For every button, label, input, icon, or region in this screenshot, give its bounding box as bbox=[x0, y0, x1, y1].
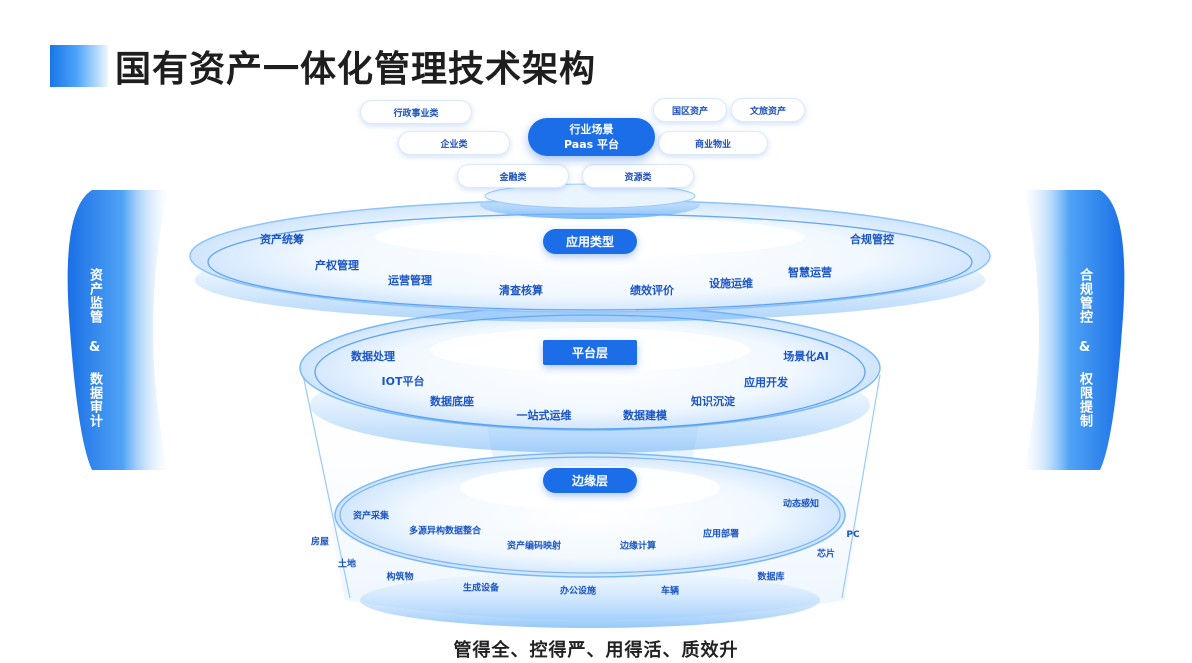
title-accent-bar bbox=[50, 45, 108, 87]
edge-item: 应用部署 bbox=[702, 529, 740, 540]
bottom-item: 生成设备 bbox=[462, 583, 500, 594]
edge-item: 动态感知 bbox=[782, 499, 820, 510]
bottom-item: 车辆 bbox=[660, 586, 680, 597]
paas-label: Paas 平台 bbox=[564, 138, 619, 151]
edge-item: 边缘计算 bbox=[619, 541, 657, 552]
page-title: 国有资产一体化管理技术架构 bbox=[115, 49, 597, 90]
bottom-item: 数据库 bbox=[757, 572, 785, 583]
pill-resource: 资源类 bbox=[582, 164, 694, 188]
industry-paas-badge: 行业场景 Paas 平台 bbox=[528, 118, 655, 156]
pill-park-assets: 国区资产 bbox=[653, 98, 727, 122]
platform-item: 数据底座 bbox=[430, 395, 474, 408]
app-item: 智慧运营 bbox=[788, 266, 832, 279]
bottom-item: PC bbox=[846, 530, 860, 540]
bottom-item: 构筑物 bbox=[386, 572, 414, 583]
bottom-item: 土地 bbox=[337, 559, 357, 570]
app-item: 合规管控 bbox=[850, 233, 894, 246]
right-side-arc bbox=[1024, 190, 1125, 470]
platform-item: 数据处理 bbox=[351, 350, 395, 363]
app-item: 产权管理 bbox=[315, 259, 359, 272]
bottom-item: 办公设施 bbox=[559, 586, 597, 597]
platform-item: 数据建模 bbox=[623, 409, 667, 422]
footer-slogan: 管得全、控得严、用得活、质效升 bbox=[453, 640, 739, 661]
platform-item: IOT平台 bbox=[381, 375, 425, 388]
pill-admin: 行政事业类 bbox=[360, 100, 472, 124]
app-item: 清查核算 bbox=[499, 284, 543, 297]
edge-item: 资产采集 bbox=[352, 511, 390, 522]
left-side-label: 资产监管 & 数据审计 bbox=[87, 268, 102, 428]
app-item: 设施运维 bbox=[709, 277, 753, 290]
pill-culture-assets: 文旅资产 bbox=[731, 98, 805, 122]
bottom-item: 芯片 bbox=[816, 549, 836, 560]
application-layer-badge: 应用类型 bbox=[543, 229, 637, 254]
app-item: 绩效评价 bbox=[630, 284, 674, 297]
platform-item: 场景化AI bbox=[783, 350, 829, 363]
edge-item: 资产编码映射 bbox=[506, 541, 562, 552]
pill-commercial: 商业物业 bbox=[658, 131, 768, 155]
edge-layer-badge: 边缘层 bbox=[543, 468, 637, 493]
left-side-arc bbox=[67, 190, 168, 470]
right-side-label: 合规管控 & 权限提制 bbox=[1077, 268, 1092, 428]
platform-item: 应用开发 bbox=[744, 376, 788, 389]
platform-item: 一站式运维 bbox=[516, 409, 572, 422]
app-item: 资产统筹 bbox=[260, 233, 304, 246]
platform-layer-badge: 平台层 bbox=[543, 340, 637, 365]
pill-enterprise: 企业类 bbox=[398, 131, 510, 155]
bottom-item: 房屋 bbox=[310, 537, 330, 548]
platform-item: 知识沉淀 bbox=[691, 395, 735, 408]
pill-finance: 金融类 bbox=[457, 164, 569, 188]
industry-label: 行业场景 bbox=[569, 123, 614, 136]
edge-item: 多源异构数据整合 bbox=[408, 526, 482, 537]
app-item: 运营管理 bbox=[388, 274, 432, 287]
